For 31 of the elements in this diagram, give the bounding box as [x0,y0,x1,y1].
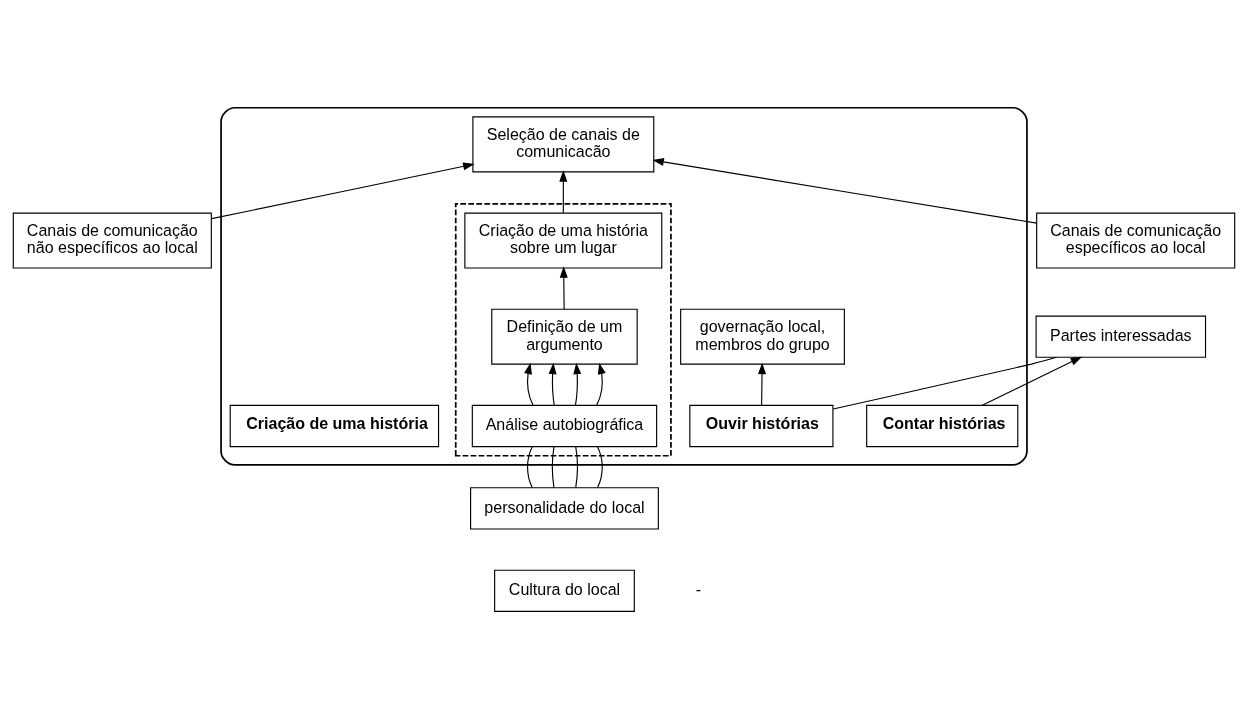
node-box: Canais de comunicação não específicos ao local [12,212,212,269]
arrow [981,356,1083,406]
node-box: Ouvir histórias [689,404,834,448]
arrow [652,158,1038,224]
arrow [596,362,606,406]
connector [596,446,603,488]
node-box: Canais de comunicação específicos ao local [1036,212,1236,269]
arrow [548,362,557,406]
node-box: Cultura do local [494,569,635,612]
node-box: governação local, membros do grupo [680,308,845,365]
connector [527,446,533,488]
connector [832,356,1058,410]
arrow [758,362,767,406]
node-box: Contar histórias [866,404,1019,448]
label: - [695,580,702,599]
connector [551,446,555,488]
node-box: Criação de uma história sobre um lugar [464,212,663,269]
arrow [559,170,568,214]
node-box: Definição de um argumento [491,308,638,365]
node-box: personalidade do local [470,487,659,530]
arrow [559,266,568,310]
node-box: Partes interessadas [1035,315,1207,358]
node-box: Criação de uma história [229,404,440,448]
arrow [211,162,475,220]
cluster [454,203,672,457]
node-box: Análise autobiográfica [471,404,658,448]
node-box: Seleção de canais de comunicacão [472,116,655,173]
arrow [524,362,534,406]
cluster [220,106,1028,466]
connector [575,446,578,488]
arrow [573,362,582,406]
